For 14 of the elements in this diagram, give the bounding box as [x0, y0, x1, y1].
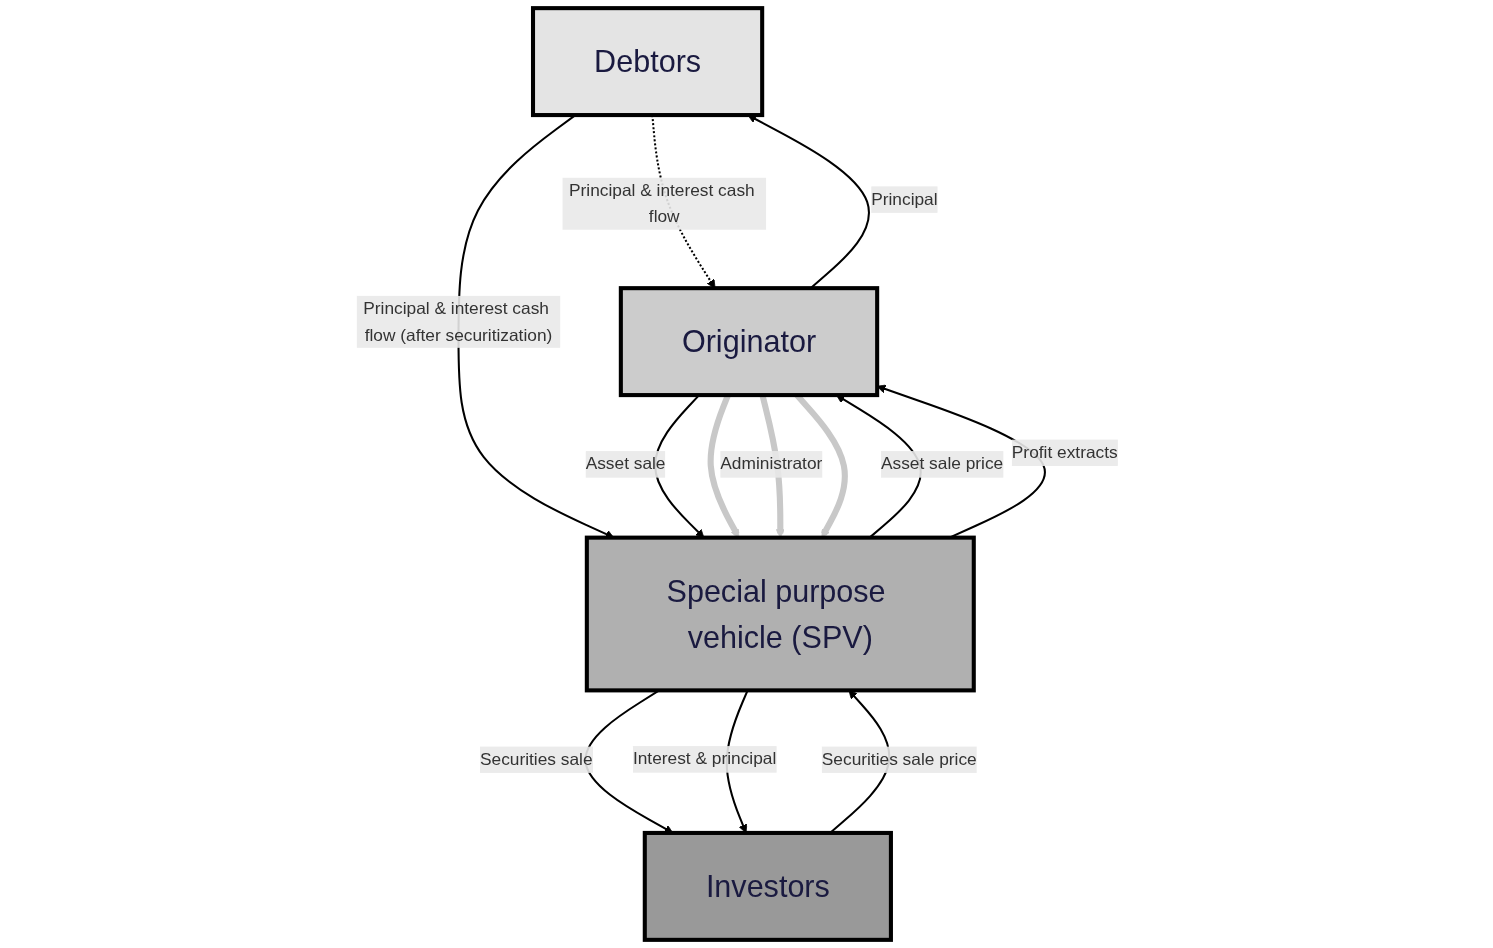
edge-label: Asset sale — [585, 454, 666, 474]
edge-label: Principal — [871, 189, 938, 209]
node-box: Special purpose vehicle (SPV) — [584, 535, 976, 693]
edge-label: Principal & interest cash flow — [568, 180, 755, 227]
node-box: Debtors — [531, 6, 765, 118]
edge-label: Securities sale price — [821, 749, 977, 769]
edge-label: Administrator — [720, 454, 823, 474]
edge-label: Asset sale price — [881, 454, 1004, 474]
edge-label: Securities sale — [479, 749, 593, 769]
edge-label: Principal & interest cash flow (after securitization) — [363, 298, 553, 345]
edge-label: Profit extracts — [1011, 442, 1118, 462]
node-box: Investors — [642, 830, 893, 942]
edge-label: Interest & principal — [632, 749, 777, 769]
node-box: Originator — [618, 286, 880, 398]
